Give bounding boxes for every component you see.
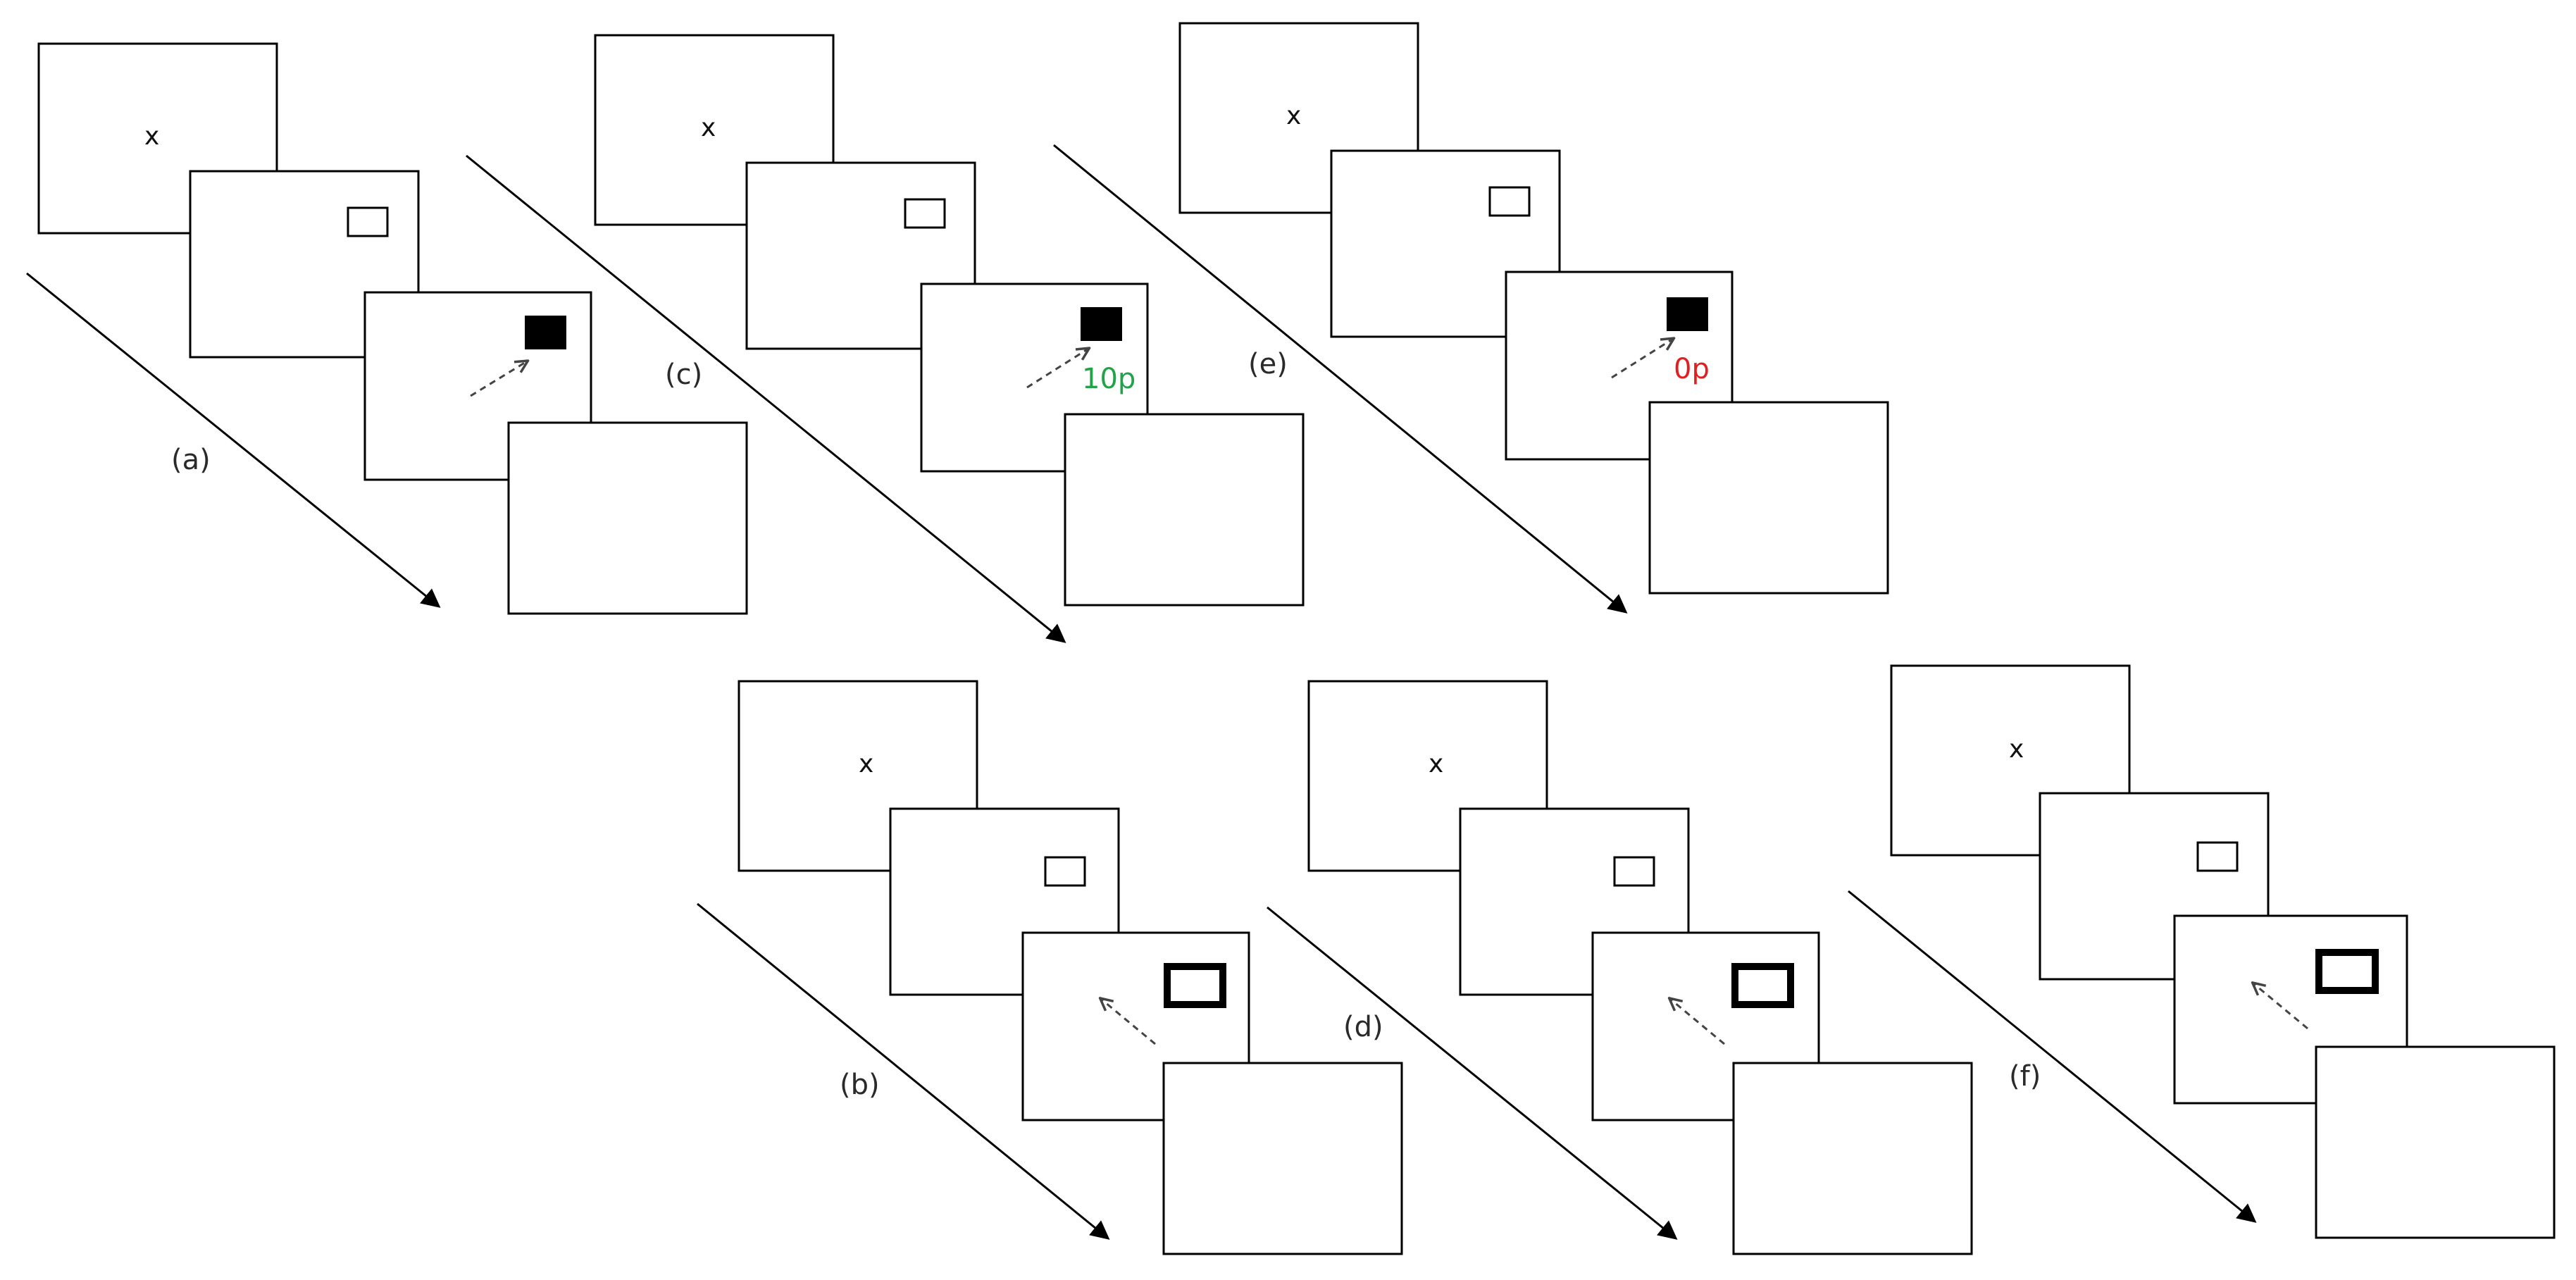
panel-d: (d) x — [1267, 680, 1973, 1255]
fixation-cross: x — [2009, 735, 2024, 764]
target-box-outline — [2315, 949, 2379, 994]
saccade-arrow-toward — [1026, 349, 1088, 389]
fixation-cross: x — [144, 122, 159, 151]
time-arrow — [466, 154, 1066, 643]
panel-label: (f) — [2009, 1060, 2041, 1093]
target-box-outline — [1731, 963, 1794, 1008]
blank-screen — [1162, 1062, 1403, 1255]
blank-screen — [2315, 1045, 2556, 1239]
cue-box — [1488, 186, 1531, 217]
panel-label: (b) — [840, 1069, 880, 1101]
blank-screen — [507, 421, 748, 615]
reward-feedback: 10p — [1082, 363, 1135, 395]
time-arrow — [1267, 906, 1678, 1240]
blank-screen — [1732, 1062, 1973, 1255]
panel-c: (c) x 10p — [466, 34, 1305, 643]
target-box-outline — [1164, 963, 1226, 1008]
cue-box — [2196, 841, 2239, 872]
panel-label: (d) — [1343, 1011, 1383, 1043]
saccade-arrow-away — [1101, 999, 1156, 1045]
blank-screen — [1648, 401, 1889, 595]
fixation-screen — [1178, 22, 1419, 214]
blank-screen — [1064, 413, 1305, 607]
saccade-arrow-away — [2253, 983, 2308, 1030]
cue-box — [347, 206, 389, 237]
time-arrow — [1053, 144, 1628, 614]
fixation-cross: x — [701, 113, 716, 142]
panel-a: (a) x — [26, 42, 748, 615]
target-box-filled — [1667, 297, 1708, 331]
target-box-filled — [525, 316, 566, 349]
panel-label: (a) — [171, 444, 211, 476]
target-box-filled — [1081, 307, 1122, 341]
panel-label: (c) — [665, 359, 702, 391]
fixation-cross: x — [859, 750, 873, 778]
saccade-arrow-away — [1670, 999, 1725, 1045]
cue-box — [904, 198, 946, 229]
fixation-cross: x — [1429, 750, 1443, 778]
time-arrow — [1848, 890, 2257, 1223]
cue-screen — [889, 807, 1120, 996]
saccade-arrow-toward — [1611, 339, 1673, 379]
panel-f: (f) x — [1848, 664, 2556, 1239]
panel-label: (e) — [1248, 348, 1288, 380]
time-arrow — [697, 902, 1110, 1240]
cue-box — [1613, 856, 1655, 887]
time-arrow — [26, 272, 441, 608]
fixation-cross: x — [1286, 101, 1301, 130]
panel-b: (b) x — [697, 680, 1403, 1255]
no-reward-feedback: 0p — [1674, 353, 1710, 385]
cue-box — [1044, 856, 1086, 887]
panel-e: (e) x 0p — [1053, 22, 1889, 614]
